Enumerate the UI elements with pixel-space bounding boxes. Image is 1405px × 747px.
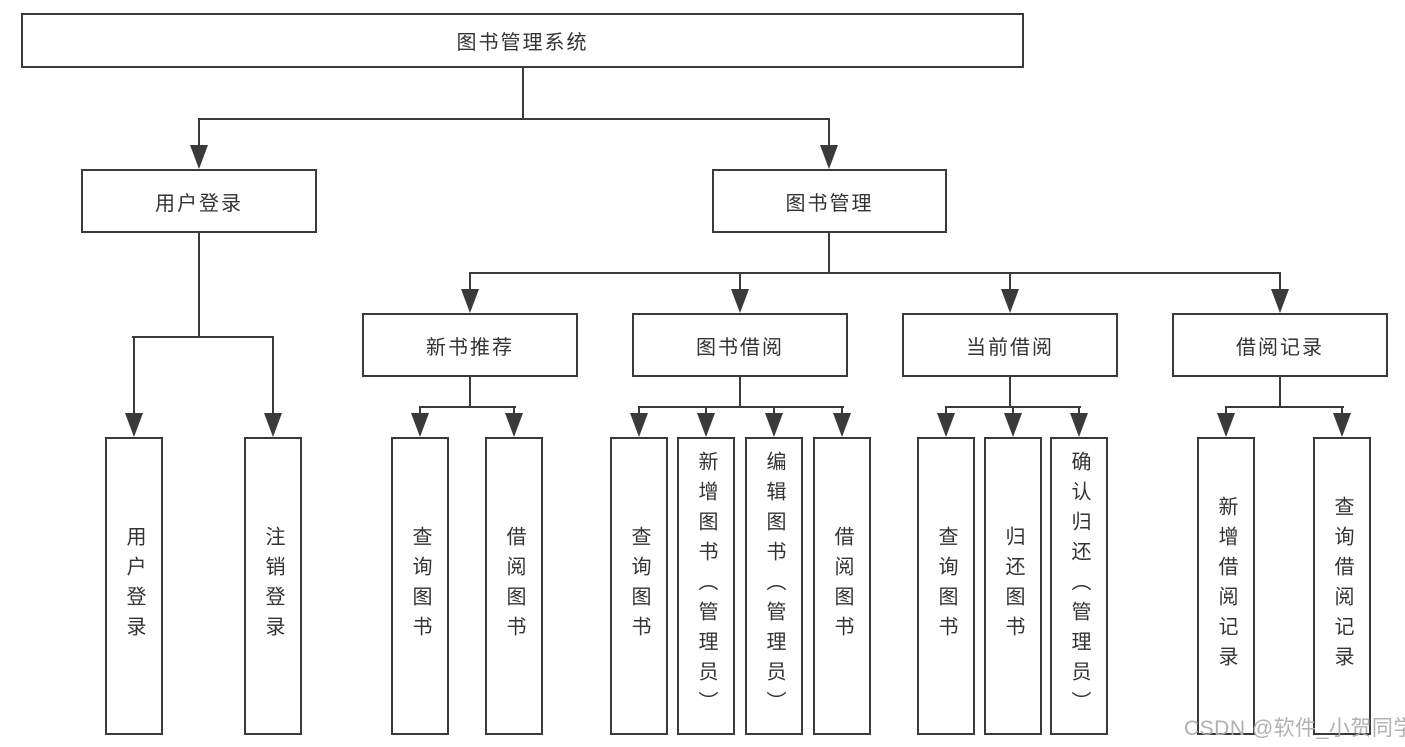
- node-borrowing-records: 借阅记录: [1172, 313, 1388, 377]
- leaf-label: 确认归还（管理员）: [1068, 451, 1090, 721]
- arrow-down-icon: [461, 289, 479, 313]
- leaf-label: 查询图书: [628, 526, 650, 646]
- connector-user-login-stem: [198, 233, 200, 337]
- connector-bar: [1225, 406, 1344, 408]
- arrow-down-icon: [190, 145, 208, 169]
- arrow-down-icon: [1001, 289, 1019, 313]
- connector-arrow-stem: [1078, 407, 1080, 414]
- leaf-label: 编辑图书（管理员）: [763, 451, 785, 721]
- connector-arrow-stem: [841, 407, 843, 414]
- leaf-label: 借阅图书: [503, 526, 525, 646]
- node-library-management-system: 图书管理系统: [21, 13, 1024, 68]
- connector-arrow-stem: [469, 273, 471, 290]
- connector-arrow-stem: [513, 407, 515, 414]
- node-label: 用户登录: [155, 192, 243, 215]
- connector-bar: [638, 406, 844, 408]
- arrow-down-icon: [937, 413, 955, 437]
- connector-level3-bar: [469, 272, 1281, 274]
- connector-arrow-stem: [828, 119, 830, 146]
- node-new-book-recommendation: 新书推荐: [362, 313, 578, 377]
- connector-root-stem: [522, 68, 524, 119]
- arrow-down-icon: [630, 413, 648, 437]
- leaf-label: 查询借阅记录: [1331, 496, 1353, 676]
- leaf-label: 新增图书（管理员）: [695, 451, 717, 721]
- leaf-label: 借阅图书: [831, 526, 853, 646]
- connector-arrow-stem: [198, 119, 200, 146]
- leaf-add-books-admin: 新增图书（管理员）: [677, 437, 735, 735]
- connector-stem: [1279, 377, 1281, 407]
- connector-user-login-bar: [132, 336, 274, 338]
- node-label: 新书推荐: [426, 336, 514, 359]
- connector-arrow-stem: [705, 407, 707, 414]
- connector-book-mgmt-stem: [828, 233, 830, 273]
- node-label: 图书管理: [785, 192, 874, 215]
- leaf-query-books-current: 查询图书: [917, 437, 975, 735]
- leaf-borrow-books: 借阅图书: [813, 437, 871, 735]
- connector-stem: [1009, 377, 1011, 407]
- connector-arrow-stem: [945, 407, 947, 414]
- node-book-borrowing: 图书借阅: [632, 313, 848, 377]
- leaf-label: 注销登录: [262, 526, 284, 646]
- leaf-label: 查询图书: [409, 526, 431, 646]
- arrow-down-icon: [1271, 289, 1289, 313]
- arrow-down-icon: [411, 413, 429, 437]
- connector-arrow-stem: [419, 407, 421, 414]
- leaf-label: 新增借阅记录: [1215, 496, 1237, 676]
- leaf-borrow-books-recommend: 借阅图书: [485, 437, 543, 735]
- leaf-logout: 注销登录: [244, 437, 302, 735]
- connector-stem: [469, 377, 471, 407]
- arrow-down-icon: [505, 413, 523, 437]
- csdn-watermark: CSDN @软件_小贺同学: [1184, 717, 1405, 740]
- connector-arrow-stem: [1009, 273, 1011, 290]
- leaf-add-borrow-record: 新增借阅记录: [1197, 437, 1255, 735]
- leaf-return-books: 归还图书: [984, 437, 1042, 735]
- leaf-edit-books-admin: 编辑图书（管理员）: [745, 437, 803, 735]
- node-label: 借阅记录: [1236, 336, 1324, 359]
- node-label: 当前借阅: [966, 336, 1054, 359]
- arrow-down-icon: [833, 413, 851, 437]
- connector-arrow-stem: [638, 407, 640, 414]
- node-label: 图书借阅: [696, 336, 784, 359]
- connector-arrow-stem: [272, 337, 274, 413]
- leaf-confirm-return-admin: 确认归还（管理员）: [1050, 437, 1108, 735]
- arrow-down-icon: [1070, 413, 1088, 437]
- leaf-query-books-borrowing: 查询图书: [610, 437, 668, 735]
- arrow-down-icon: [731, 289, 749, 313]
- arrow-down-icon: [1333, 413, 1351, 437]
- connector-level2-bar: [198, 118, 830, 120]
- leaf-query-borrow-record: 查询借阅记录: [1313, 437, 1371, 735]
- connector-arrow-stem: [133, 337, 135, 413]
- leaf-label: 用户登录: [123, 526, 145, 646]
- arrow-down-icon: [1217, 413, 1235, 437]
- arrow-down-icon: [1004, 413, 1022, 437]
- leaf-query-books-recommend: 查询图书: [391, 437, 449, 735]
- leaf-user-login: 用户登录: [105, 437, 163, 735]
- connector-stem: [739, 377, 741, 407]
- connector-arrow-stem: [1279, 273, 1281, 290]
- connector-arrow-stem: [773, 407, 775, 414]
- arrow-down-icon: [820, 145, 838, 169]
- node-current-borrowing: 当前借阅: [902, 313, 1118, 377]
- arrow-down-icon: [125, 413, 143, 437]
- arrow-down-icon: [264, 413, 282, 437]
- connector-bar: [419, 406, 516, 408]
- connector-arrow-stem: [739, 273, 741, 290]
- arrow-down-icon: [697, 413, 715, 437]
- connector-arrow-stem: [1341, 407, 1343, 414]
- connector-arrow-stem: [1012, 407, 1014, 414]
- arrow-down-icon: [765, 413, 783, 437]
- connector-arrow-stem: [1225, 407, 1227, 414]
- node-user-login: 用户登录: [81, 169, 317, 233]
- node-label: 图书管理系统: [456, 32, 589, 54]
- node-book-management: 图书管理: [712, 169, 947, 233]
- leaf-label: 查询图书: [935, 526, 957, 646]
- leaf-label: 归还图书: [1002, 526, 1024, 646]
